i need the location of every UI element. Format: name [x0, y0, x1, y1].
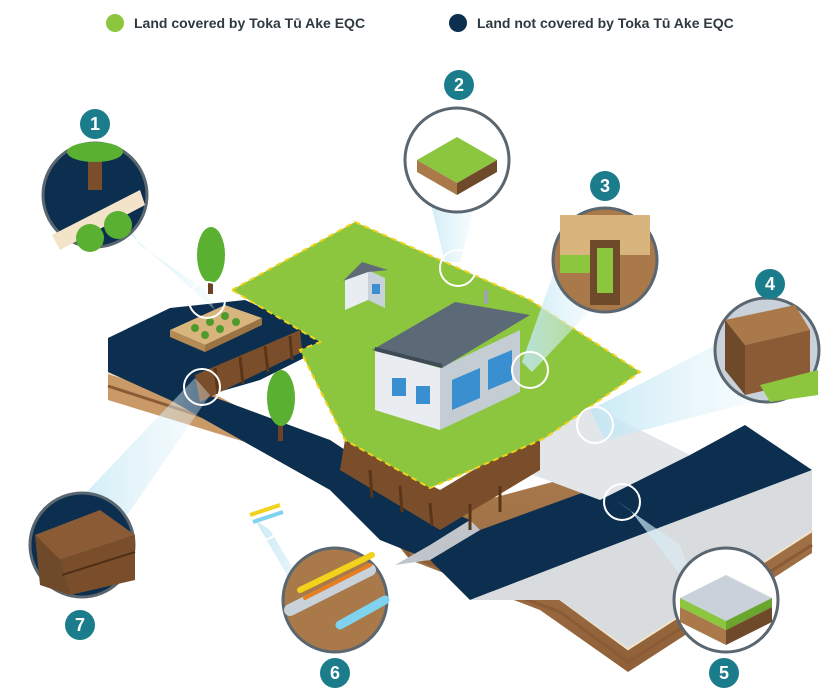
badge-3: 3: [590, 171, 620, 201]
retaining-wall-corner-icon: [713, 296, 821, 404]
retaining-wall-left: [195, 330, 302, 402]
legend-not-covered: Land not covered by Toka Tū Ake EQC: [449, 10, 734, 36]
badge-1: 1: [80, 109, 110, 139]
retaining-walls: [195, 330, 540, 530]
hotspots: [183, 249, 641, 541]
uncovered-land: [108, 300, 812, 600]
house: [372, 290, 530, 430]
retaining-wall-right: [340, 430, 540, 530]
legend-covered: Land covered by Toka Tū Ake EQC: [106, 10, 365, 36]
legend-covered-label: Land covered by Toka Tū Ake EQC: [134, 15, 366, 31]
land-block-icon: [403, 106, 511, 214]
garden-bed: [170, 305, 262, 352]
garden-retaining-wall-icon: [41, 141, 149, 252]
badge-7-number: 7: [75, 615, 85, 635]
badge-4-number: 4: [765, 274, 775, 294]
tree-lower: [267, 370, 295, 441]
uncovered-land-upper: [108, 300, 470, 560]
driveway-layers-icon: [672, 546, 780, 654]
road: [470, 470, 812, 648]
badge-6-number: 6: [330, 663, 340, 683]
badge-4: 4: [755, 269, 785, 299]
garden-shed: [343, 262, 388, 310]
house-roof: [372, 302, 530, 368]
badge-5: 5: [709, 658, 739, 688]
house-foundation-icon: [551, 206, 659, 314]
legend-not-covered-label: Land not covered by Toka Tū Ake EQC: [477, 15, 734, 31]
uncovered-land-lower: [430, 425, 812, 600]
badge-3-number: 3: [600, 176, 610, 196]
lawn-edge-line: [229, 220, 642, 490]
house-front: [375, 350, 440, 430]
retaining-wall-block-icon: [28, 491, 136, 599]
services-pipes-icon: [281, 546, 390, 654]
footpath: [395, 520, 480, 565]
badge-1-number: 1: [90, 114, 100, 134]
legend-not-covered-swatch: [449, 14, 467, 32]
badge-6: 6: [320, 658, 350, 688]
badge-7: 7: [65, 610, 95, 640]
badge-2-number: 2: [454, 75, 464, 95]
legend-covered-swatch: [106, 14, 124, 32]
badge-5-number: 5: [719, 663, 729, 683]
badge-2: 2: [444, 70, 474, 100]
